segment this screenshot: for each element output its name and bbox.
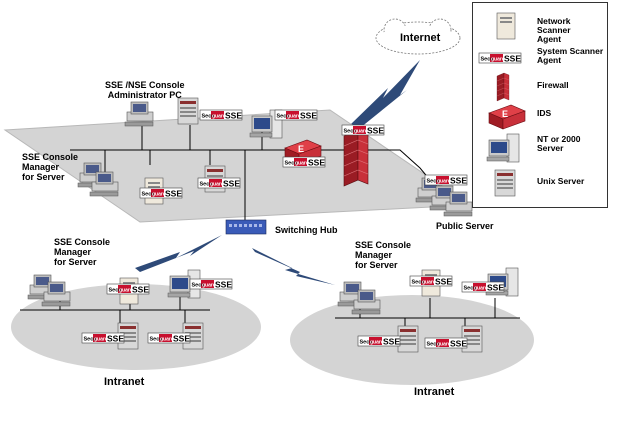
sse-badge [424, 337, 468, 349]
legend-network-scanner: Network Scanner Agent [473, 9, 607, 44]
sse-badge [409, 275, 453, 287]
switching-hub [225, 219, 267, 235]
ids-icon [488, 104, 526, 130]
legend-ids: IDS [473, 99, 607, 133]
sse-badge [139, 187, 183, 199]
sse-badge [189, 278, 233, 290]
right-intranet-cabling [335, 298, 520, 330]
admin-pc-label: SSE /NSE Console Administrator PC [105, 80, 185, 100]
legend-network-scanner-label: Network Scanner Agent [537, 16, 571, 44]
intranet-right-label: Intranet [414, 386, 455, 398]
legend-system-scanner-label: System Scanner Agent [537, 46, 604, 65]
sse-badge [81, 332, 125, 344]
legend: Network Scanner Agent System Scanner Age… [472, 2, 608, 208]
sse-badge [147, 332, 191, 344]
unix-server-top-1 [177, 97, 199, 125]
internet-cloud [375, 18, 461, 55]
sse-badge [461, 281, 505, 293]
sse-badge [357, 335, 401, 347]
sse-badge [341, 124, 385, 136]
sse-badge [106, 283, 150, 295]
network-scanner-icon [496, 12, 516, 40]
wan-link-left [135, 235, 222, 272]
wan-link-internet [350, 60, 420, 128]
switching-hub-label: Switching Hub [275, 225, 338, 235]
legend-unix-server-label: Unix Server [537, 176, 585, 186]
sse-badge [282, 156, 326, 168]
sse-badge [424, 174, 468, 186]
public-server-label: Public Server [436, 221, 494, 231]
console-manager-top-label: SSE Console Manager for Server [22, 152, 79, 182]
legend-nt-server-label: NT or 2000 Server [537, 134, 581, 153]
sse-badge [197, 177, 241, 189]
sse-badge [199, 109, 243, 121]
legend-ids-label: IDS [537, 108, 552, 118]
admin-pc [124, 101, 154, 127]
unix-server-right-1 [397, 325, 419, 353]
unix-server-icon [494, 169, 516, 197]
firewall-top [343, 129, 369, 187]
firewall-icon [496, 72, 510, 102]
sse-badge [274, 109, 318, 121]
legend-unix-server: Unix Server [473, 167, 607, 201]
internet-label: Internet [400, 32, 441, 44]
legend-firewall-label: Firewall [537, 80, 569, 90]
intranet-left-label: Intranet [104, 376, 145, 388]
legend-nt-server: NT or 2000 Server [473, 131, 607, 165]
nt-server-icon [486, 133, 520, 163]
wan-link-right [252, 248, 335, 285]
console-manager-left-label: SSE Console Manager for Server [54, 237, 111, 267]
legend-system-scanner: System Scanner Agent [473, 45, 607, 79]
legend-firewall: Firewall [473, 69, 607, 103]
console-manager-right-label: SSE Console Manager for Server [355, 240, 412, 270]
